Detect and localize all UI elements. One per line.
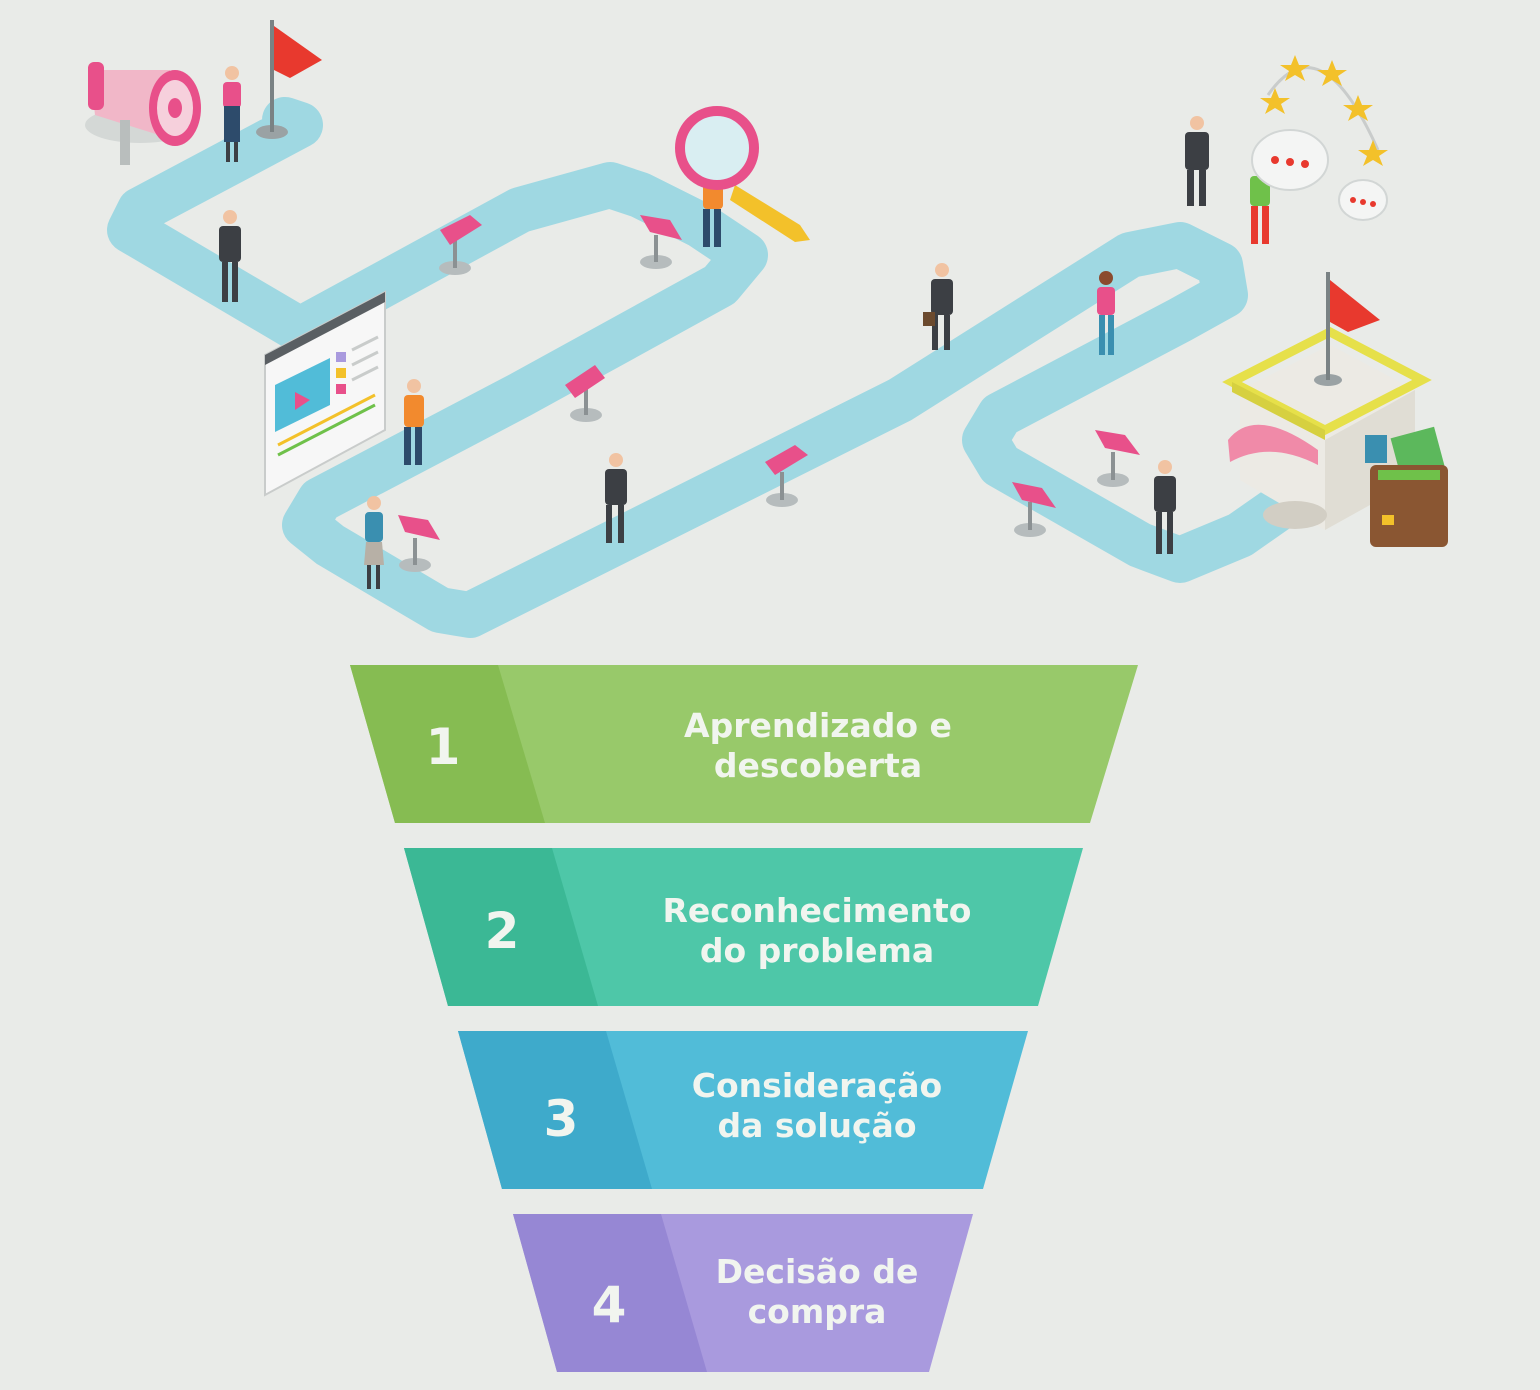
stage-2-number-block [404,848,598,1006]
megaphone-icon [85,62,201,165]
stage-1-band [350,665,1138,823]
rating-stars-icon [1260,55,1388,166]
start-flag-icon [256,20,322,139]
funnel-stage-4: 4 Decisão de compra [513,1214,973,1372]
customer-journey-illustration [85,20,1448,638]
journey-path [107,97,1313,638]
stage-2-label-line1: Reconhecimento [663,891,972,930]
stage-4-label-line2: compra [748,1292,887,1331]
stage-3-number: 3 [544,1090,579,1148]
stage-4-number: 4 [592,1276,627,1334]
stage-3-number-block [458,1031,652,1189]
stage-3-label-line1: Consideração [692,1066,942,1105]
stage-2-number: 2 [485,902,520,960]
funnel-stage-2: 2 Reconhecimento do problema [404,848,1083,1006]
stage-1-number: 1 [426,718,461,776]
chat-bubble-icon [1251,129,1388,221]
finish-flag-icon [1314,272,1380,386]
stage-1-label-line2: descoberta [714,746,922,785]
stage-2-label-line2: do problema [700,931,934,970]
direction-sign-icon [398,215,1140,572]
stage-3-label-line2: da solução [718,1106,917,1145]
stage-1-label-line1: Aprendizado e [684,706,952,745]
magnifier-icon [675,106,810,242]
stage-4-label-line1: Decisão de [716,1252,919,1291]
stage-4-number-block [513,1214,707,1372]
video-player-icon [264,290,386,497]
funnel-stage-1: 1 Aprendizado e descoberta [350,665,1138,823]
funnel-stage-3: 3 Consideração da solução [458,1031,1028,1189]
stage-1-number-block [350,665,545,823]
wallet-icon [1370,426,1448,547]
